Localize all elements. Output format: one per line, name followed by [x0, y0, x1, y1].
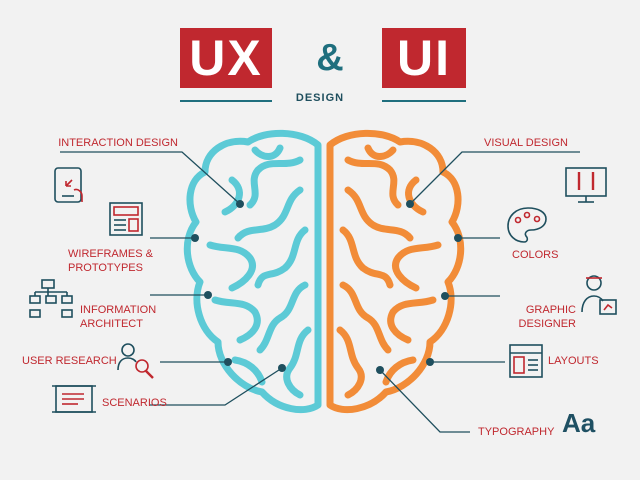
right-connectors [379, 151, 580, 433]
right-underline [382, 100, 466, 102]
ux-title: UX [189, 30, 263, 86]
label-visual-design: VISUAL DESIGN [484, 137, 568, 149]
label-typography: TYPOGRAPHY [478, 426, 555, 438]
tablet-touch-icon [54, 167, 83, 203]
left-connectors [60, 151, 283, 406]
design-subtitle: DESIGN [295, 92, 345, 104]
left-brain-hemisphere [183, 129, 322, 414]
palette-icon [507, 207, 547, 243]
typography-icon: Aa [562, 408, 596, 438]
label-interaction-design: INTERACTION DESIGN [58, 137, 178, 149]
label-user-research: USER RESEARCH [22, 355, 117, 367]
label-scenarios: SCENARIOS [102, 397, 167, 409]
left-connector-dots [191, 200, 286, 372]
scroll-icon [52, 385, 96, 413]
right-connector-dots [376, 200, 462, 374]
label-wireframes-prototypes: WIREFRAMES & PROTOTYPES [68, 248, 153, 274]
designer-icon [581, 275, 617, 315]
right-brain-hemisphere [326, 129, 465, 414]
label-colors: COLORS [512, 249, 559, 261]
label-information-architect: INFORMATION ARCHITECT [80, 304, 157, 330]
ux-title-box: UX [180, 28, 272, 88]
layout-icon [509, 344, 543, 378]
sitemap-icon [29, 279, 73, 318]
ui-title: UI [397, 30, 451, 86]
wireframe-icon [109, 202, 143, 236]
label-layouts: LAYOUTS [548, 355, 599, 367]
left-underline [180, 100, 272, 102]
ui-title-box: UI [382, 28, 466, 88]
label-graphic-designer: GRAPHIC DESIGNER [518, 304, 576, 330]
ampersand: & [316, 37, 344, 79]
user-search-icon [117, 343, 154, 379]
monitor-tools-icon [565, 167, 607, 203]
